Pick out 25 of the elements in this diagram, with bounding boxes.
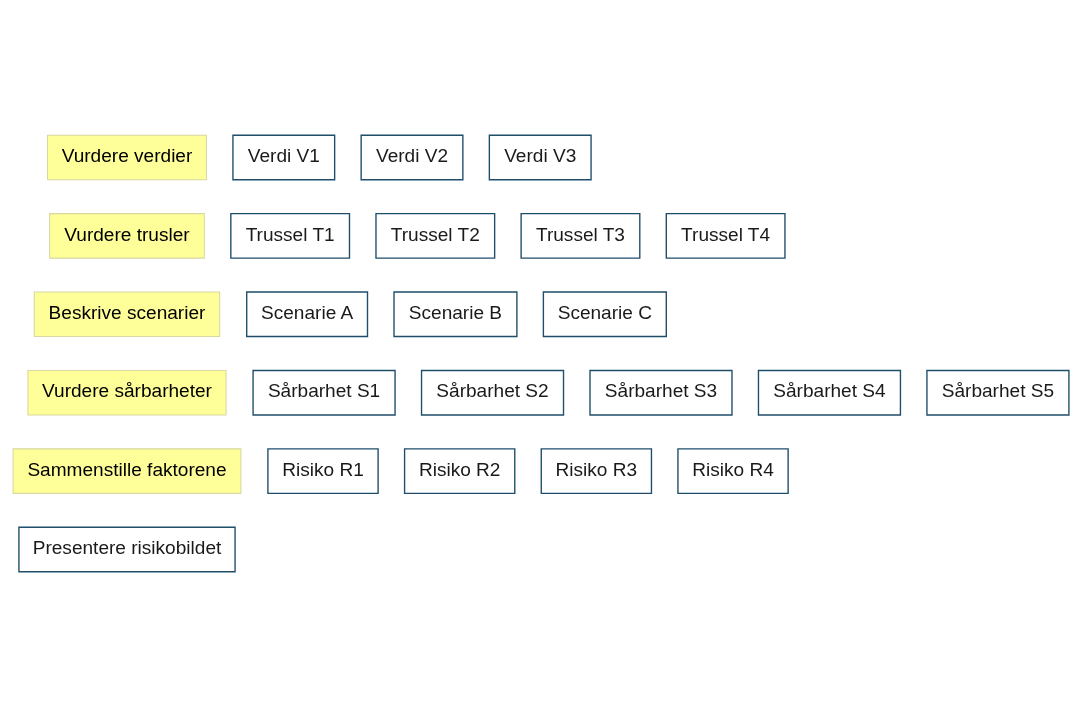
- node-box: Risiko R2: [403, 447, 516, 494]
- node-box: Sårbarhet S3: [589, 369, 733, 416]
- node-box: Scenarie B: [393, 290, 518, 337]
- node-box: Presentere risikobildet: [18, 526, 236, 572]
- node-box: Vurdere trusler: [49, 212, 205, 259]
- node-box: Verdi V3: [488, 134, 592, 180]
- node-box: Sårbarhet S2: [420, 369, 565, 416]
- node-box: Trussel T3: [520, 212, 641, 259]
- node-box: Verdi V1: [232, 134, 336, 180]
- node-box: Verdi V2: [360, 134, 464, 180]
- node-box: Risiko R1: [267, 447, 379, 494]
- node-box: Sammenstille faktorene: [12, 447, 242, 494]
- node-box: Sårbarhet S4: [757, 369, 902, 416]
- node-box: Trussel T2: [375, 212, 496, 259]
- node-box: Sårbarhet S5: [926, 369, 1070, 416]
- node-box: Beskrive scenarier: [33, 291, 221, 337]
- node-box: Risiko R3: [540, 447, 653, 494]
- node-box: Sårbarhet S1: [252, 369, 396, 416]
- node-box: Scenarie C: [542, 290, 667, 337]
- node-box: Trussel T1: [230, 212, 351, 259]
- node-box: Scenarie A: [246, 290, 369, 337]
- node-box: Risiko R4: [677, 447, 789, 494]
- node-box: Trussel T4: [665, 212, 786, 259]
- node-box: Vurdere sårbarheter: [27, 369, 227, 415]
- node-box: Vurdere verdier: [47, 134, 207, 180]
